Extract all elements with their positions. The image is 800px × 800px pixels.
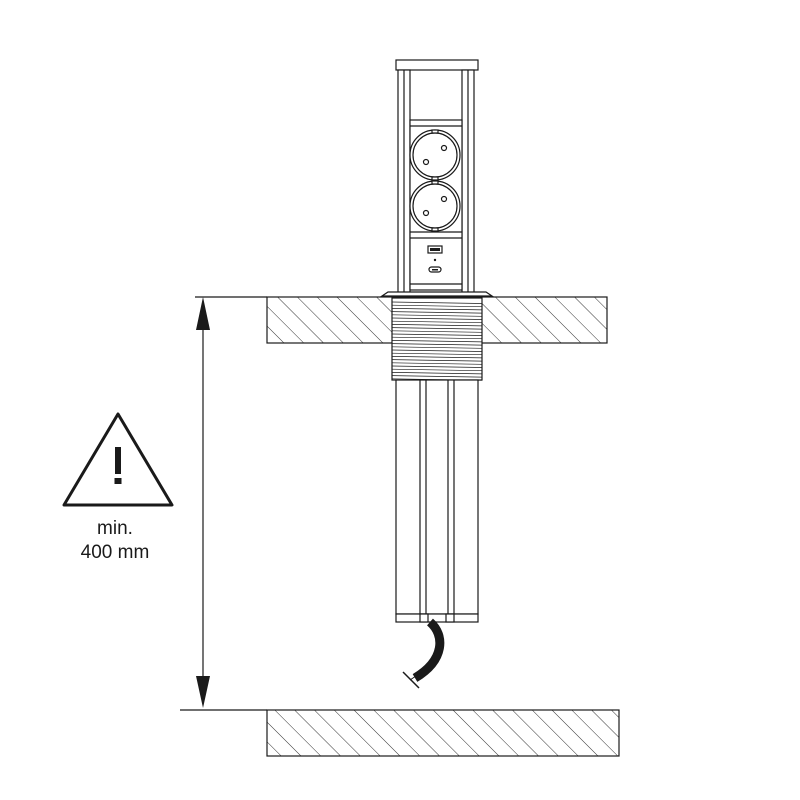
thread-line — [391, 314, 483, 317]
thread-line — [391, 301, 483, 304]
thread-line — [391, 327, 483, 330]
housing-body — [395, 379, 479, 623]
thread-line — [391, 352, 483, 356]
warning-triangle-icon — [62, 412, 174, 507]
floor-slab — [266, 709, 620, 757]
thread-line — [391, 359, 483, 362]
threaded-collar — [391, 297, 483, 381]
thread-line — [391, 365, 483, 368]
thread-line — [391, 375, 483, 378]
thread-line — [391, 372, 483, 375]
thread-line — [391, 324, 483, 327]
thread-line — [391, 320, 483, 324]
thread-line — [391, 343, 483, 346]
thread-line — [391, 340, 483, 343]
thread-line — [391, 368, 483, 372]
thread-line — [391, 311, 483, 314]
warning-label-min: min. — [97, 518, 133, 539]
warning-label-distance: 400 mm — [80, 542, 150, 563]
thread-line — [391, 336, 483, 340]
thread-line — [391, 317, 483, 320]
socket-upper — [409, 129, 461, 181]
thread-line — [391, 333, 483, 336]
power-cable — [402, 618, 445, 689]
thread-line — [391, 330, 483, 333]
thread-line — [391, 304, 483, 308]
thread-line — [391, 346, 483, 349]
thread-line — [391, 362, 483, 365]
thread-line — [391, 356, 483, 359]
dimension-marker — [180, 296, 267, 711]
thread-line — [391, 308, 483, 311]
thread-line — [391, 349, 483, 352]
usb-module — [427, 245, 443, 273]
socket-lower — [409, 180, 461, 232]
thread-lines — [391, 301, 483, 381]
